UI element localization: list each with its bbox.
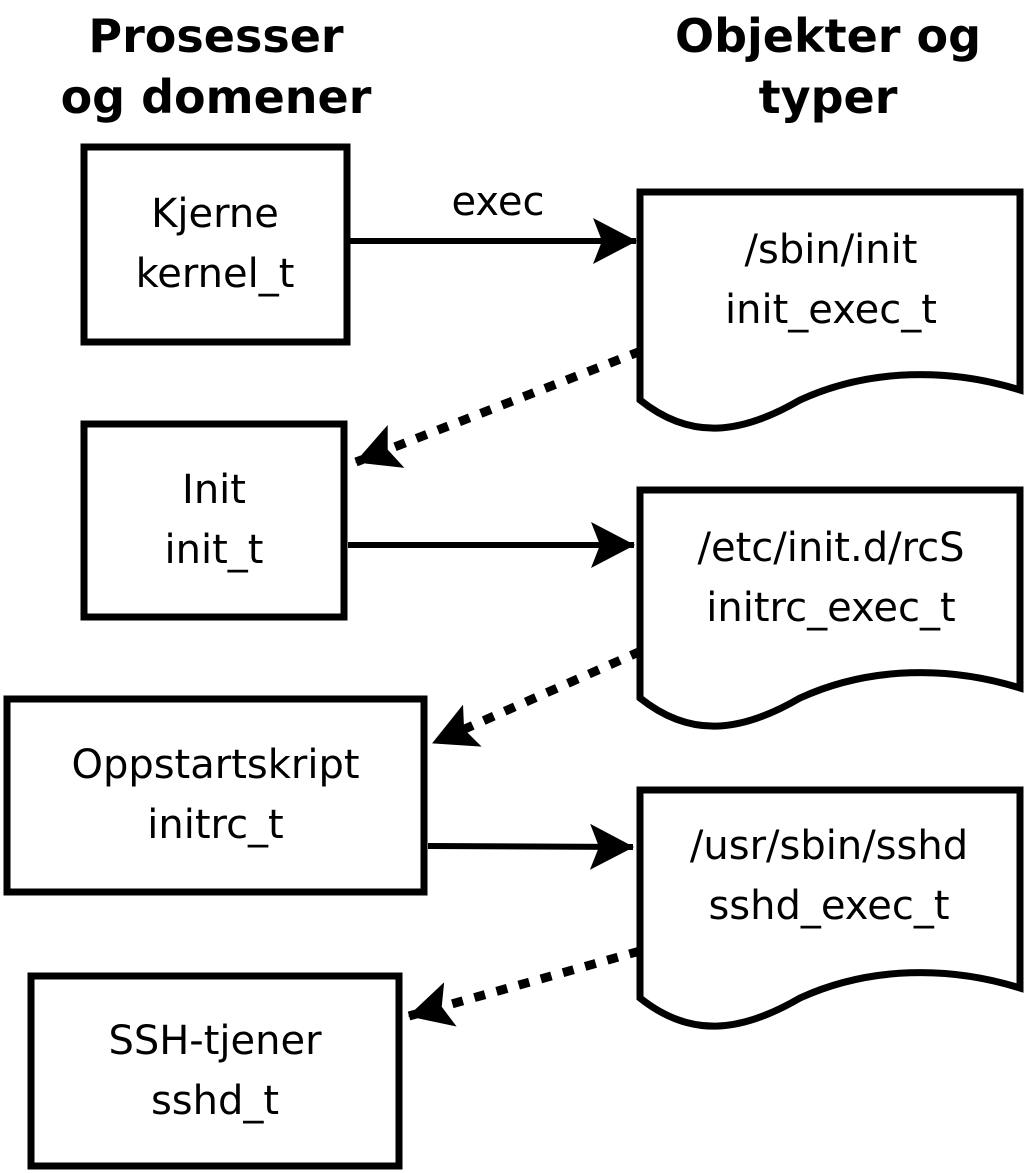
process-box-init_t <box>80 420 348 621</box>
process-label-sshd: SSH-tjener sshd_t <box>27 972 403 1169</box>
object-type: initrc_exec_t <box>706 584 956 631</box>
process-name: Kjerne <box>151 191 279 237</box>
transition-arrow-init_exec-to-init_t <box>354 346 643 468</box>
object-doc-initrc_exec_t <box>636 486 1024 730</box>
process-type: init_t <box>164 527 264 573</box>
object-path: /usr/sbin/sshd <box>689 823 969 869</box>
column-header-processes: Prosesser og domener <box>60 9 372 124</box>
process-box-sshd_t <box>27 972 403 1170</box>
object-path: /etc/init.d/rcS <box>697 524 965 571</box>
object-doc-init_exec_t <box>636 188 1024 432</box>
exec-edge-label: exec <box>451 179 545 225</box>
object-type: init_exec_t <box>725 286 937 333</box>
process-label-init: Init init_t <box>80 420 348 620</box>
exec-arrow-initrc-to-sshd <box>427 823 634 870</box>
process-type: kernel_t <box>135 251 295 297</box>
object-label-sbin-init: /sbin/init init_exec_t <box>645 192 1017 367</box>
object-path: /sbin/init <box>744 226 918 273</box>
object-label-etc-initd-rcS: /etc/init.d/rcS initrc_exec_t <box>645 490 1017 665</box>
transition-arrow-sshd_exec-to-sshd_t <box>407 946 642 1027</box>
process-box-kernel_t <box>80 143 351 346</box>
process-type: sshd_t <box>150 1077 280 1124</box>
process-name: Oppstartskript <box>71 742 360 788</box>
process-box-initrc_t <box>3 695 428 896</box>
process-name: SSH-tjener <box>108 1017 322 1064</box>
process-label-kernel: Kjerne kernel_t <box>80 143 350 345</box>
object-label-usr-sbin-sshd: /usr/sbin/sshd sshd_exec_t <box>643 790 1015 962</box>
object-type: sshd_exec_t <box>708 883 950 929</box>
process-label-initrc: Oppstartskript initrc_t <box>3 695 428 895</box>
process-type: initrc_t <box>147 802 284 848</box>
column-header-objects: Objekter og typer <box>674 9 981 124</box>
process-name: Init <box>182 467 246 513</box>
object-doc-sshd_exec_t <box>636 786 1024 1030</box>
transition-arrow-initrc_exec-to-initrc_t <box>431 646 643 748</box>
